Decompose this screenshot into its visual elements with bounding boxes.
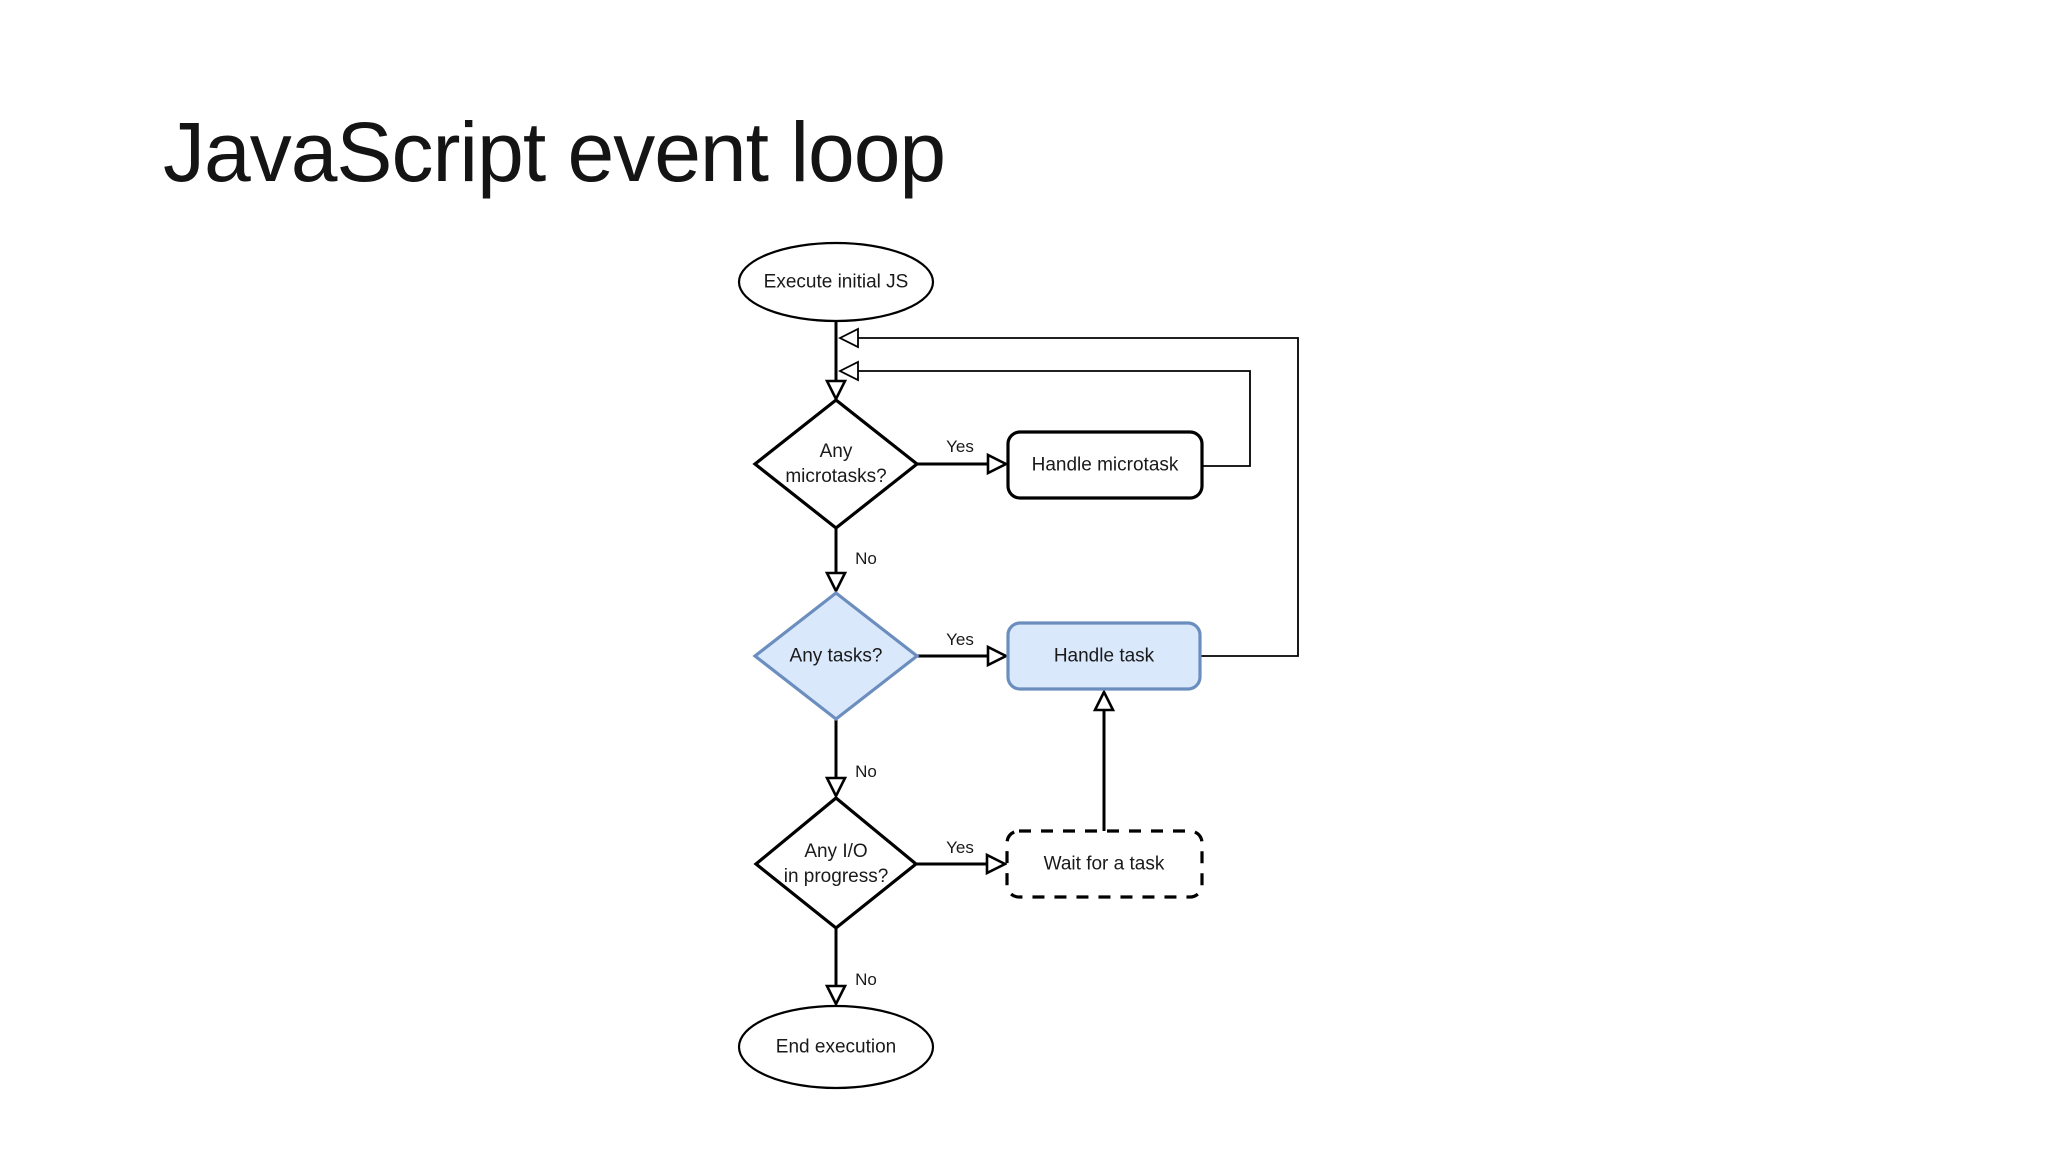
slide-title: JavaScript event loop (163, 105, 946, 199)
edge-handle-microtask-loopback (858, 370, 1251, 467)
io-decision-line1: Any I/O (804, 841, 868, 862)
arrowhead-loopback-outer (837, 327, 859, 349)
edge-handle-task-loopback (858, 337, 1299, 657)
arrowhead-into-microtasks (824, 379, 848, 402)
arrowhead-into-end (824, 984, 848, 1007)
arrowhead-into-io (824, 776, 848, 799)
arrowhead-into-handle-microtask (986, 452, 1009, 476)
wait-for-task-node (1005, 829, 1204, 899)
arrowhead-into-handle-task (986, 644, 1009, 668)
no-label-microtasks: No (855, 549, 877, 568)
microtasks-decision-line1: Any (819, 441, 853, 462)
microtasks-decision-line2: microtasks? (785, 466, 887, 487)
microtasks-decision-label: Any microtasks? (785, 439, 886, 489)
yes-label-tasks: Yes (946, 630, 974, 649)
yes-label-io: Yes (946, 838, 974, 857)
handle-microtask-label: Handle microtask (1031, 454, 1179, 476)
io-decision-line2: in progress? (783, 866, 889, 887)
end-node (737, 1004, 935, 1090)
no-label-tasks: No (855, 762, 877, 781)
end-node-label: End execution (775, 1036, 897, 1058)
wait-for-task-label: Wait for a task (1043, 853, 1165, 875)
no-label-io: No (855, 970, 877, 989)
start-node (737, 241, 935, 323)
microtasks-decision-node (752, 397, 920, 531)
tasks-decision-label: Any tasks? (789, 645, 883, 667)
handle-task-node (1006, 621, 1202, 691)
tasks-decision-node (752, 590, 920, 722)
arrowhead-into-wait (985, 852, 1008, 876)
arrowhead-into-tasks (824, 571, 848, 594)
yes-label-microtasks: Yes (946, 437, 974, 456)
arrowhead-loopback-inner (837, 360, 859, 382)
handle-microtask-node (1006, 430, 1204, 500)
arrowhead-into-handle-task-bottom (1092, 689, 1116, 712)
handle-task-label: Handle task (1053, 645, 1155, 667)
io-decision-node (753, 795, 919, 931)
io-decision-label: Any I/O in progress? (784, 839, 889, 889)
start-node-label: Execute initial JS (763, 271, 909, 293)
